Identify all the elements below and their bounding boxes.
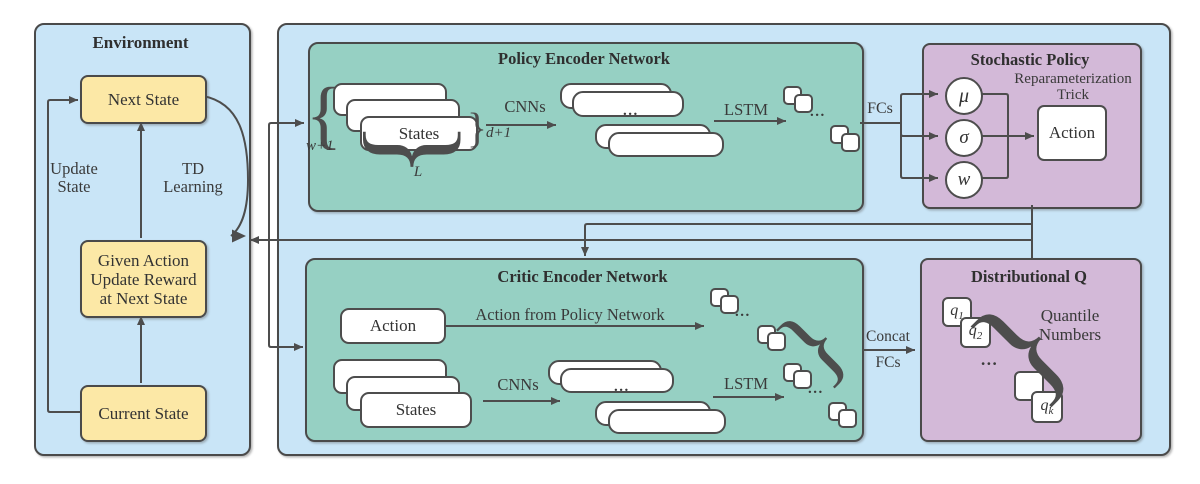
critic-lstm-cell [767,332,786,351]
policy-cnns-label: CNNs [504,97,546,116]
mu-symbol: μ [958,84,970,107]
critic-lstm-cell [793,370,812,389]
arrow-states-to-critic [268,238,303,351]
distributional-q-title: Distributional Q [971,267,1087,286]
critic-lstm-cell [838,409,857,428]
update-state-label: Update State [50,159,98,196]
arrow-fcs-to-sigma [900,123,938,140]
w-circle: w [945,161,983,199]
policy-squares-ellipsis: ... [810,104,826,120]
critic-action-label: Action [369,316,417,335]
critic-bars-ellipsis: ... [614,379,630,395]
critic-states-front: States [360,392,472,428]
given-action-line2: Update Reward [90,269,197,289]
curve-next-state-out [202,95,250,237]
arrow-states-to-policy [268,119,304,238]
policy-dim-d: d+1 [486,125,512,141]
mu-circle: μ [945,77,983,115]
line-mu-merge [979,93,1009,136]
sigma-circle: σ [945,119,983,157]
given-action-line3: at Next State [99,288,188,308]
policy-states-front: States [360,116,478,151]
critic-squares-ellipsis-2: ... [808,381,824,397]
policy-feature-bar [608,132,724,157]
stochastic-policy-title: Stochastic Policy [970,50,1090,69]
q-ellipsis: ... [981,350,999,369]
reparameterization-note: Reparameterization Trick [1014,71,1132,103]
policy-action-box: Action [1037,105,1107,161]
arrow-action-to-critic [581,223,1032,256]
critic-cnns-label: CNNs [497,375,539,394]
critic-encoder-title: Critic Encoder Network [497,267,668,286]
q2-label: q2 [968,322,983,343]
critic-states-label: States [395,400,437,419]
qk-label: qk [1040,396,1054,418]
line-w-merge [979,136,1009,179]
action-from-policy-label: Action from Policy Network [475,305,665,324]
critic-feature-bar [560,368,674,393]
policy-dim-w: w+1 [306,138,334,154]
given-action-line1: Given Action [97,250,190,270]
policy-bars-ellipsis: ... [623,103,639,119]
policy-dim-l: L [413,164,423,180]
policy-fcs-label: FCs [867,100,893,117]
current-state-label: Current State [98,404,189,423]
arrow-fcs-to-w [900,123,938,182]
policy-states-label: States [398,123,440,143]
given-action-box: Given Action Update Reward at Next State [80,240,207,318]
arrowhead-next-state-out [232,229,246,243]
current-state-box: Current State [80,385,207,442]
next-state-box: Next State [80,75,207,124]
environment-title: Environment [92,33,189,52]
quantile-numbers-label: Quantile Numbers [1038,306,1102,344]
critic-lstm-cell [720,295,739,314]
critic-lstm-label: LSTM [723,374,768,393]
td-learning-label: TD Learning [163,159,223,196]
concat-label: Concat [866,328,910,345]
policy-encoder-title: Policy Encoder Network [497,49,670,68]
policy-lstm-cell [794,94,813,113]
critic-squares-ellipsis-1: ... [735,304,751,320]
arrow-update-state [47,96,80,413]
q2-box: q2 [960,317,991,348]
policy-lstm-label: LSTM [723,100,768,119]
arrow-fcs-to-mu [900,90,938,123]
sigma-symbol: σ [959,127,969,148]
qk-box: qk [1031,391,1063,423]
critic-action-box: Action [340,308,446,344]
policy-action-label: Action [1048,123,1096,142]
policy-feature-bar [572,91,684,117]
critic-feature-bar [608,409,726,434]
policy-lstm-cell [841,133,860,152]
critic-fcs-label: FCs [875,354,901,371]
q1-label: q1 [950,301,964,323]
w-symbol: w [957,169,971,190]
next-state-label: Next State [107,90,180,109]
